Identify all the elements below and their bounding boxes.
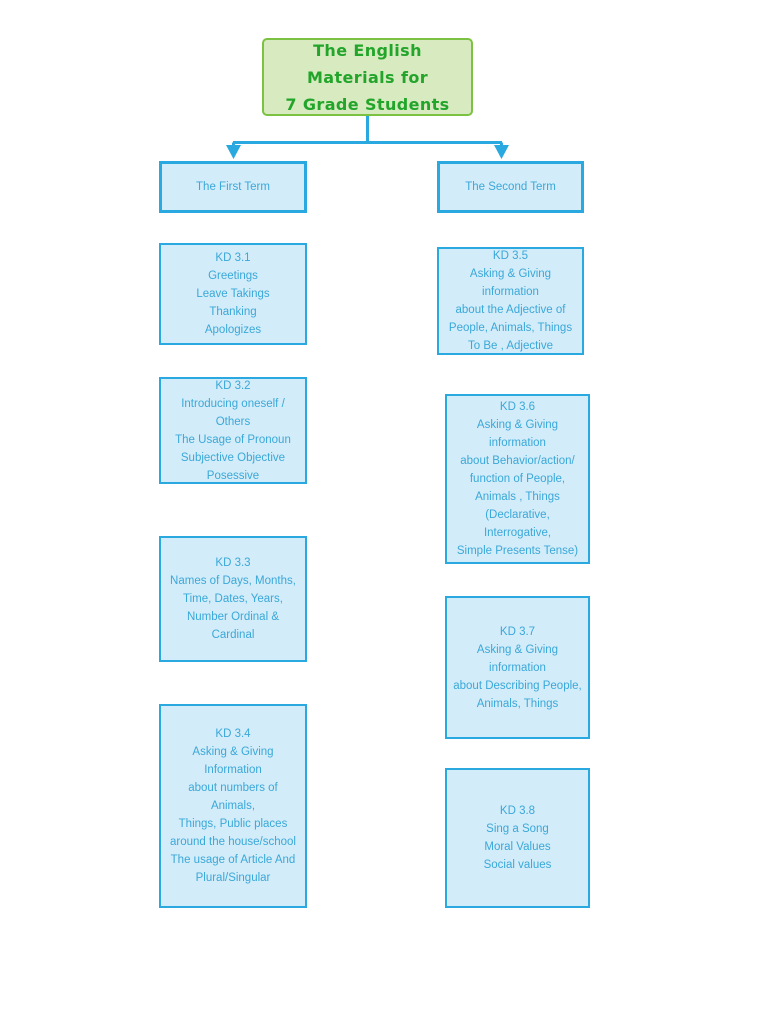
arrowhead-right-icon — [494, 145, 509, 159]
kd-node-3-1-label: KD 3.1 Greetings Leave Takings Thanking … — [196, 252, 270, 336]
kd-node-3-4[interactable]: KD 3.4 Asking & Giving Information about… — [159, 704, 307, 908]
branch-node-second-term-label: The Second Term — [465, 180, 556, 193]
kd-node-3-6[interactable]: KD 3.6 Asking & Giving information about… — [445, 394, 590, 564]
kd-node-3-5[interactable]: KD 3.5 Asking & Giving information about… — [437, 247, 584, 355]
root-node-title[interactable]: The English Materials for 7 Grade Studen… — [262, 38, 473, 116]
branch-node-first-term-label: The First Term — [196, 180, 270, 193]
kd-node-3-6-label: KD 3.6 Asking & Giving information about… — [456, 401, 579, 557]
kd-node-3-8-label: KD 3.8 Sing a Song Moral Values Social v… — [483, 805, 552, 871]
kd-node-3-3-label: KD 3.3 Names of Days, Months, Time, Date… — [170, 557, 296, 641]
kd-node-3-7-label: KD 3.7 Asking & Giving information about… — [453, 625, 582, 710]
kd-node-3-7[interactable]: KD 3.7 Asking & Giving information about… — [445, 596, 590, 739]
arrowhead-left-icon — [226, 145, 241, 159]
kd-node-3-2[interactable]: KD 3.2 Introducing oneself / Others The … — [159, 377, 307, 484]
branch-node-second-term[interactable]: The Second Term — [437, 161, 584, 213]
kd-node-3-8[interactable]: KD 3.8 Sing a Song Moral Values Social v… — [445, 768, 590, 908]
kd-node-3-2-label: KD 3.2 Introducing oneself / Others The … — [175, 379, 291, 482]
root-node-label: The English Materials for 7 Grade Studen… — [285, 40, 450, 114]
kd-node-3-3[interactable]: KD 3.3 Names of Days, Months, Time, Date… — [159, 536, 307, 662]
kd-node-3-1[interactable]: KD 3.1 Greetings Leave Takings Thanking … — [159, 243, 307, 345]
kd-node-3-5-label: KD 3.5 Asking & Giving information about… — [448, 250, 573, 352]
branch-node-first-term[interactable]: The First Term — [159, 161, 307, 213]
kd-node-3-4-label: KD 3.4 Asking & Giving Information about… — [170, 728, 296, 884]
